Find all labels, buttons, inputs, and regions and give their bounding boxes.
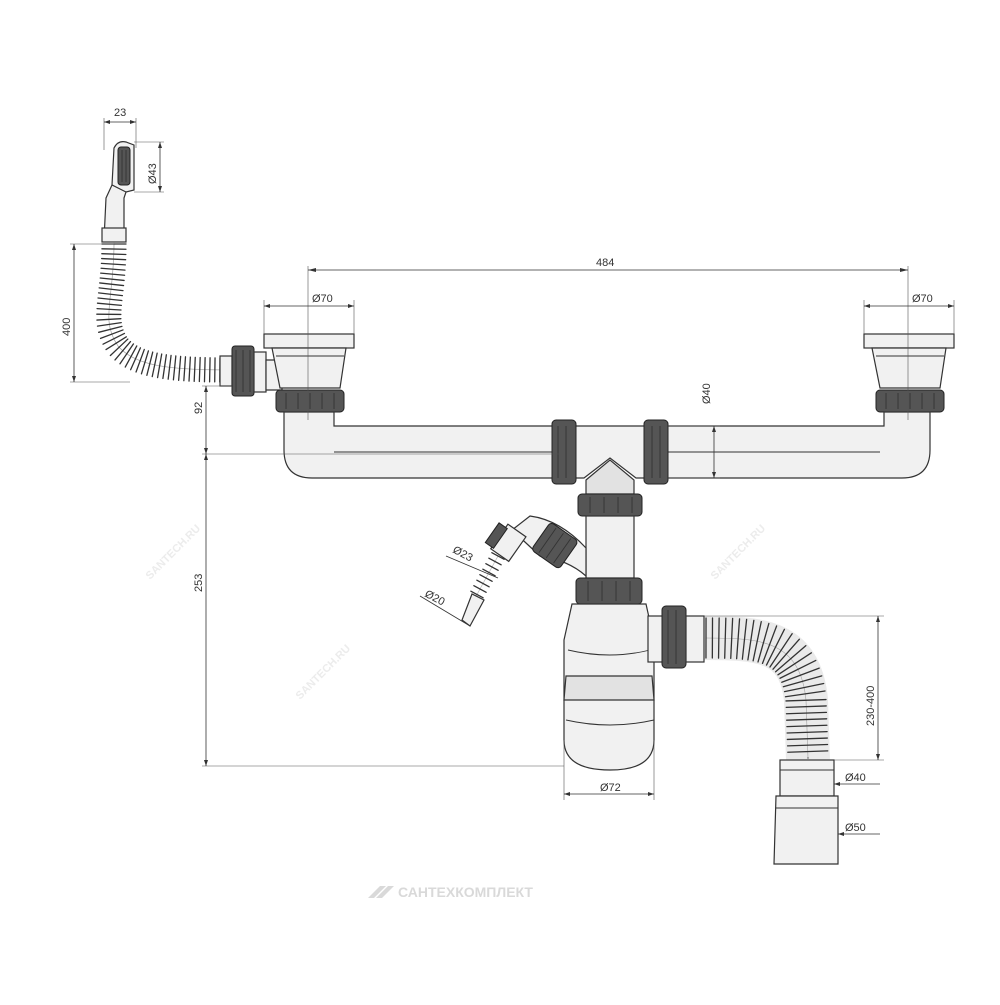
dim-bowl-right-diameter: Ø70 (912, 293, 933, 305)
dim-outlet-large-diameter: Ø50 (845, 822, 866, 834)
dim-bottle-diameter: Ø72 (600, 782, 621, 794)
dim-bowl-left-diameter: Ø70 (312, 293, 333, 305)
left-strainer (264, 334, 354, 412)
dim-outlet-height: 92 (193, 402, 205, 414)
watermark-side-right: SANTECH.RU (709, 523, 769, 583)
brand-name: САНТЕХКОМПЛЕКТ (398, 884, 533, 900)
dim-overflow-width: 23 (114, 107, 126, 119)
watermark-main: SANTECH.RU (294, 643, 354, 703)
dim-overflow-hose-height: 400 (61, 318, 73, 336)
right-strainer (864, 334, 954, 412)
dim-nozzle-inner-diameter: Ø20 (423, 588, 447, 608)
brand-logo: САНТЕХКОМПЛЕКТ (368, 884, 533, 900)
dim-pipe-diameter: Ø40 (701, 383, 713, 404)
dim-hose-range: 230-400 (865, 686, 877, 726)
connecting-pipe (284, 412, 930, 494)
outlet-sleeves (774, 760, 838, 864)
dim-outlet-small-diameter: Ø40 (845, 772, 866, 784)
dim-span: 484 (596, 257, 614, 269)
bottle-trap (564, 578, 704, 770)
vertical-pipe (578, 494, 642, 578)
dim-overflow-diameter: Ø43 (147, 163, 159, 184)
dim-total-height: 253 (193, 574, 205, 592)
overflow-hose (109, 242, 230, 370)
overflow-hose-ribs (97, 244, 230, 382)
outlet-hose (704, 638, 808, 760)
watermark-side-left: SANTECH.RU (144, 523, 204, 583)
overflow-head (102, 142, 134, 242)
dim-nozzle-outer-diameter: Ø23 (451, 544, 475, 564)
brand-logo-icon (368, 886, 394, 898)
nozzle-ribs (471, 553, 504, 600)
